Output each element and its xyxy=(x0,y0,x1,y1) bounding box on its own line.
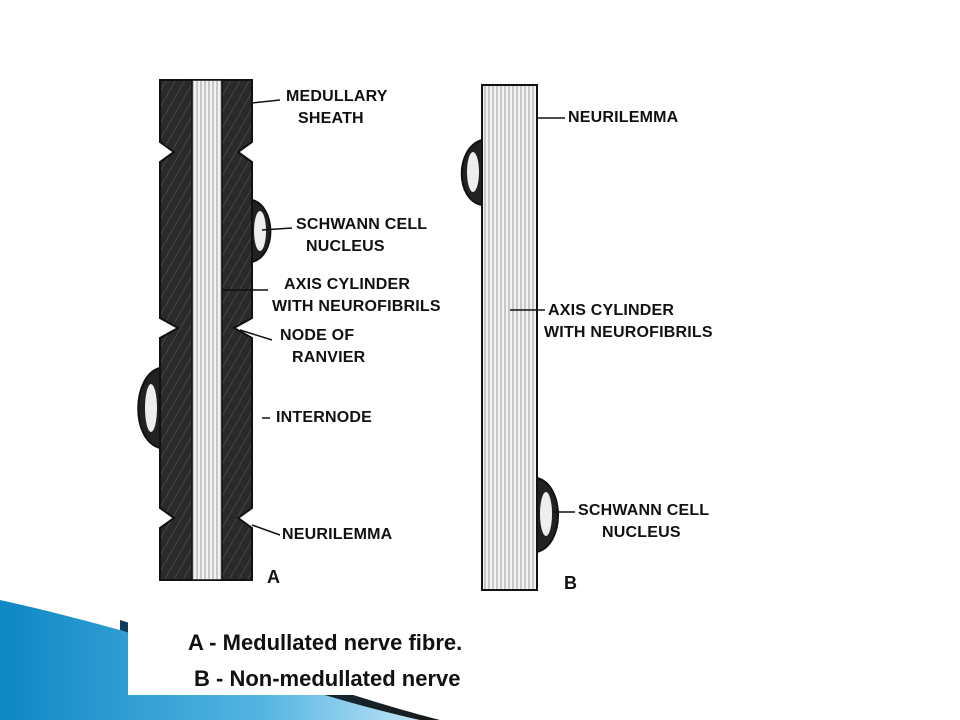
label-nucleus-a: NUCLEUS xyxy=(306,238,385,255)
label-sheath: SHEATH xyxy=(298,110,364,127)
label-nucleus-b: NUCLEUS xyxy=(602,524,681,541)
label-axis-a: AXIS CYLINDER xyxy=(284,276,411,293)
panel-b-fibre xyxy=(460,84,559,591)
panel-a-leaders xyxy=(222,99,293,536)
caption-line-a: A - Medullated nerve fibre. xyxy=(188,630,463,655)
panel-b-letter: B xyxy=(564,573,577,593)
label-axis-b: AXIS CYLINDER xyxy=(548,302,675,319)
label-neurilemma-b: NEURILEMMA xyxy=(568,109,679,126)
panel-a-fibre xyxy=(137,79,272,581)
label-node: NODE OF xyxy=(280,327,355,344)
label-neurofibrils-a: WITH NEUROFIBRILS xyxy=(272,298,441,315)
caption-line-b: B - Non-medullated nerve xyxy=(194,666,461,691)
label-neurilemma-a: NEURILEMMA xyxy=(282,526,393,543)
label-schwann-a: SCHWANN CELL xyxy=(296,216,428,233)
panel-b-leaders xyxy=(510,117,575,513)
label-schwann-b: SCHWANN CELL xyxy=(578,502,710,519)
panel-a-letter: A xyxy=(267,567,280,587)
axis-cylinder-a xyxy=(191,79,223,581)
label-internode: INTERNODE xyxy=(276,409,373,426)
axis-cylinder-b xyxy=(481,84,538,591)
label-medullary: MEDULLARY xyxy=(286,88,388,105)
label-ranvier: RANVIER xyxy=(292,349,366,366)
label-neurofibrils-b: WITH NEUROFIBRILS xyxy=(544,324,713,341)
